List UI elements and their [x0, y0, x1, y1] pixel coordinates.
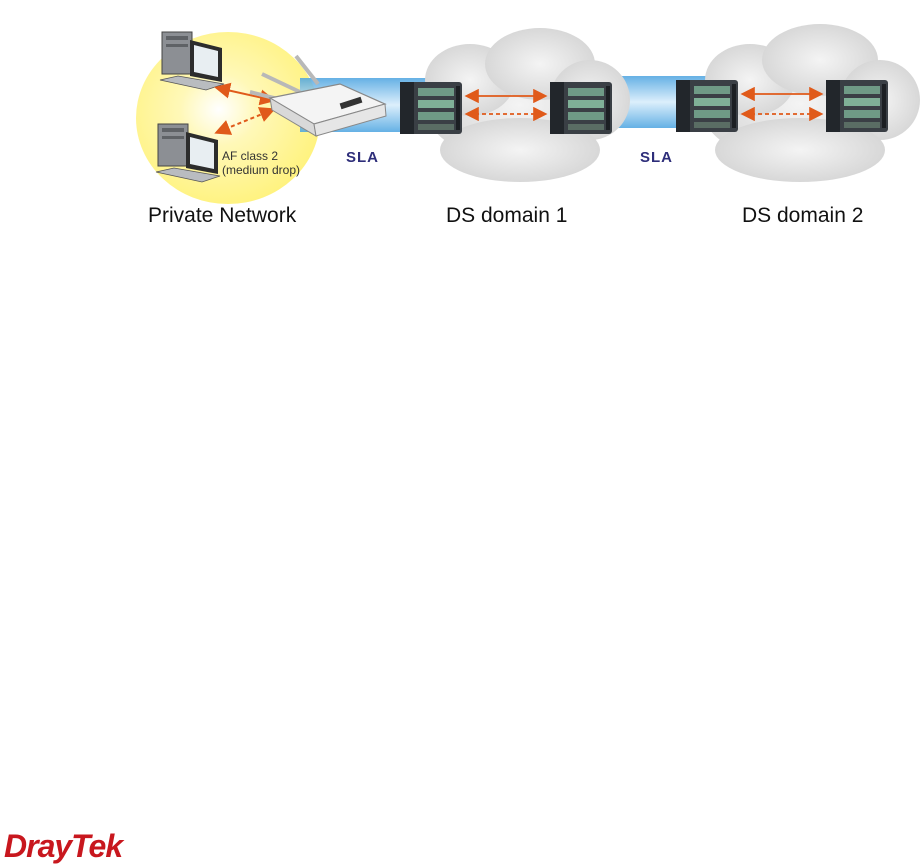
server-rack-icon	[550, 82, 612, 134]
af-drop-label: (medium drop)	[222, 163, 300, 177]
diffserv-network-diagram: AF class 2 (medium drop) SLA SLA Private…	[136, 24, 920, 227]
af-class-label: AF class 2	[222, 149, 278, 163]
bidirectional-arrow-icon	[214, 82, 276, 106]
sla-label-2: SLA	[640, 149, 673, 166]
private-network-label: Private Network	[148, 204, 297, 227]
ds-domain-2-label: DS domain 2	[742, 204, 863, 227]
server-rack-icon	[826, 80, 888, 132]
ds-domain-1-label: DS domain 1	[446, 204, 567, 227]
router-icon	[249, 54, 387, 137]
bidirectional-arrow-icon	[214, 107, 276, 135]
draytek-logo: DrayTek	[4, 828, 123, 864]
sla-label-1: SLA	[346, 149, 379, 166]
server-rack-icon	[400, 82, 462, 134]
server-rack-icon	[676, 80, 738, 132]
